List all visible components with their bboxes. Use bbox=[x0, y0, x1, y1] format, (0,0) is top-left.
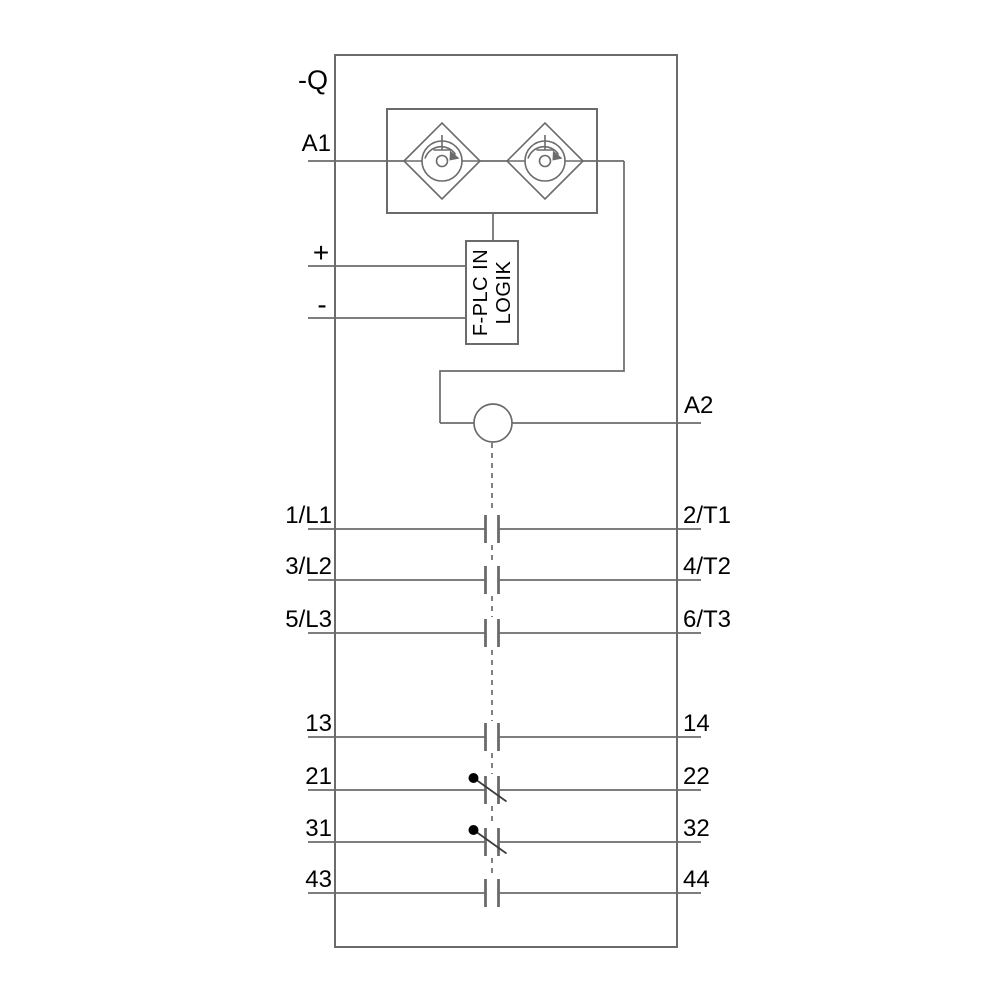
contact-label-left: 13 bbox=[305, 710, 332, 737]
contact-label-left: 5/L3 bbox=[285, 606, 332, 633]
contact-row-main-2: 3/L2 4/T2 bbox=[285, 553, 731, 594]
contact-label-right: 2/T1 bbox=[683, 502, 731, 529]
terminal-label-a2: A2 bbox=[684, 392, 713, 419]
contact-label-left: 43 bbox=[305, 866, 332, 893]
nc-contact-stroke bbox=[474, 778, 507, 803]
contact-row-aux-43-44: 43 44 bbox=[305, 866, 710, 907]
contact-label-right: 14 bbox=[683, 710, 710, 737]
contact-label-right: 22 bbox=[683, 763, 710, 790]
nc-contact-dot-icon bbox=[468, 825, 479, 835]
contact-label-left: 3/L2 bbox=[285, 553, 332, 580]
nc-contact-stroke bbox=[474, 830, 507, 855]
terminal-label-a1: A1 bbox=[302, 130, 331, 157]
contact-label-left: 21 bbox=[305, 763, 332, 790]
logic-block-label-line1: F-PLC IN bbox=[470, 249, 492, 336]
contact-label-left: 1/L1 bbox=[285, 502, 332, 529]
nc-contact-dot-icon bbox=[468, 773, 479, 783]
logic-block-label-line2: LOGIK bbox=[493, 261, 515, 325]
logic-block-box bbox=[465, 240, 519, 345]
terminal-label-plus: + bbox=[313, 237, 329, 268]
contact-row-main-1: 1/L1 2/T1 bbox=[285, 502, 731, 543]
contact-label-right: 32 bbox=[683, 815, 710, 842]
contact-label-right: 4/T2 bbox=[683, 553, 731, 580]
contact-row-aux-31-32: 31 32 bbox=[305, 815, 710, 856]
coil-terminal-screw-left-icon bbox=[403, 122, 481, 200]
coil-feed-wire bbox=[439, 161, 625, 423]
terminal-label-minus: - bbox=[317, 289, 326, 320]
contact-row-main-3: 5/L3 6/T3 bbox=[285, 606, 731, 647]
coil-circle bbox=[473, 403, 513, 443]
coil-terminal-box bbox=[386, 108, 598, 214]
coil-terminal-screw-right-icon bbox=[506, 122, 584, 200]
contact-label-right: 6/T3 bbox=[683, 606, 731, 633]
device-reference-label: -Q bbox=[298, 65, 328, 95]
contact-label-right: 44 bbox=[683, 866, 710, 893]
device-outline-box bbox=[334, 54, 678, 948]
contact-row-aux-13-14: 13 14 bbox=[305, 710, 710, 751]
contact-label-left: 31 bbox=[305, 815, 332, 842]
contact-row-aux-21-22: 21 22 bbox=[305, 763, 710, 804]
